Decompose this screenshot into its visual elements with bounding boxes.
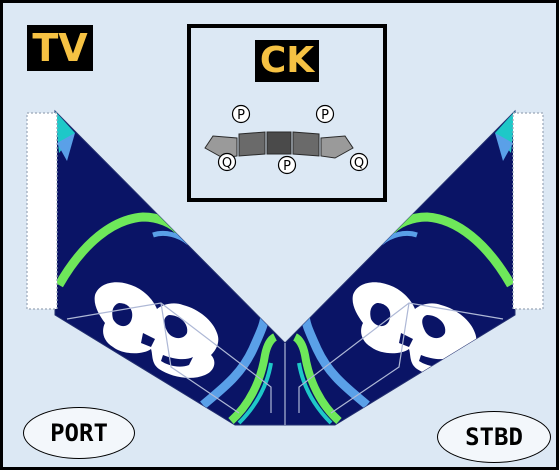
cockpit-displays <box>204 131 354 159</box>
stabilizer-artwork <box>26 109 544 426</box>
marker-p-right: P <box>315 104 335 124</box>
tail-view-label: TV <box>27 25 93 71</box>
marker-p-left: P <box>231 104 251 124</box>
cockpit-panel: CK P P P <box>187 24 387 202</box>
starboard-side-panel <box>512 112 544 310</box>
starboard-stabilizer <box>284 109 516 426</box>
svg-text:P: P <box>321 108 329 123</box>
cockpit-schematic: P P P Q Q <box>204 104 369 175</box>
starboard-side-label: STBD <box>437 411 551 463</box>
marker-q-right: Q <box>349 152 369 172</box>
cockpit-label: CK <box>255 40 319 82</box>
svg-text:Q: Q <box>222 156 232 171</box>
marker-q-left: Q <box>217 152 237 172</box>
svg-text:P: P <box>237 108 245 123</box>
svg-text:P: P <box>283 159 291 174</box>
port-stabilizer <box>54 109 286 426</box>
port-side-panel <box>26 112 58 310</box>
svg-text:Q: Q <box>354 156 364 171</box>
port-side-label: PORT <box>23 407 135 459</box>
marker-p-center: P <box>277 155 297 175</box>
